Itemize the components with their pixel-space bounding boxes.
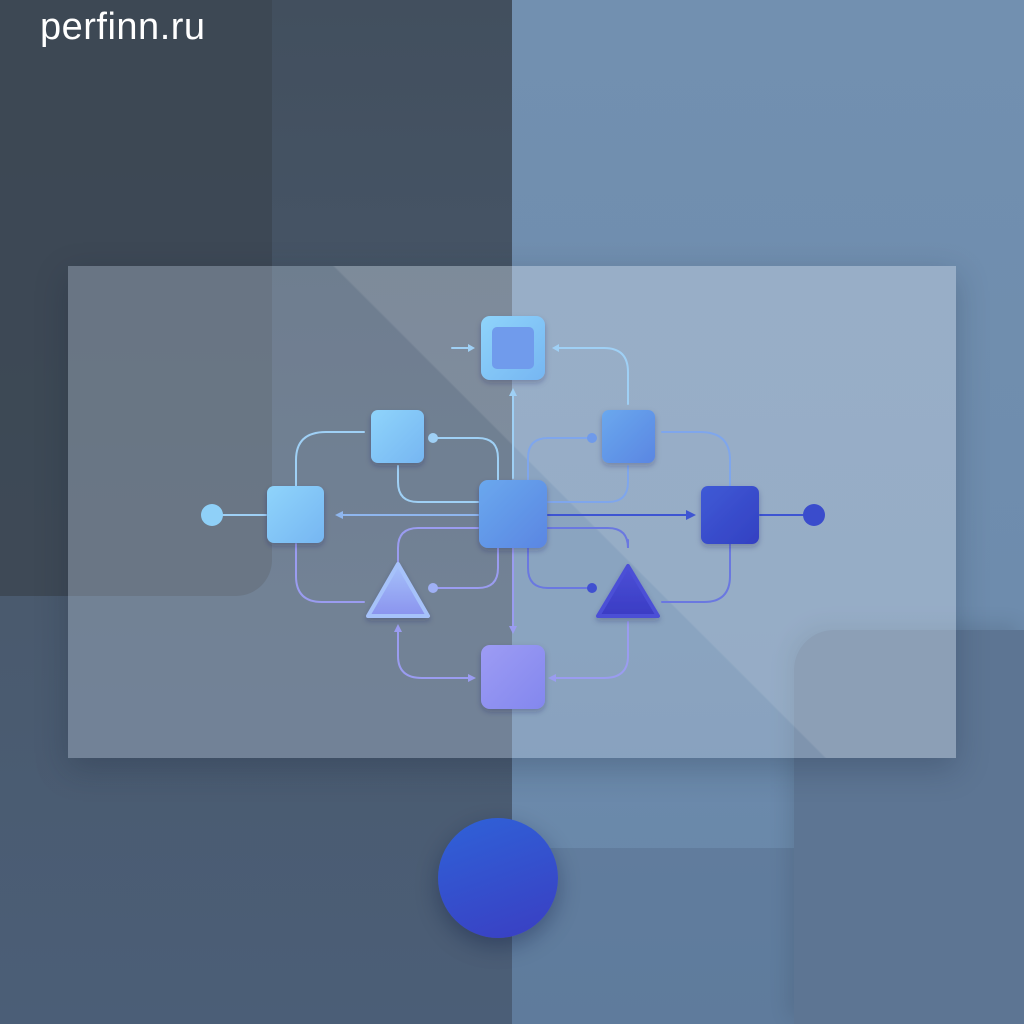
arrow-head xyxy=(468,674,476,682)
connector-dot xyxy=(587,433,597,443)
arrow-head xyxy=(509,626,517,634)
connector xyxy=(397,527,479,563)
arrow-head xyxy=(509,388,517,396)
connector xyxy=(661,543,731,603)
connector-dot xyxy=(428,583,438,593)
connector xyxy=(547,465,629,503)
connector xyxy=(397,465,479,503)
watermark: perfinn.ru xyxy=(40,6,206,48)
connector xyxy=(555,347,629,405)
arrow-head xyxy=(468,344,475,352)
connector xyxy=(295,543,365,603)
terminal-dot-left xyxy=(201,504,223,526)
connector xyxy=(295,431,365,487)
large-circle xyxy=(438,818,558,938)
connector-dot xyxy=(587,583,597,593)
background-corner-block xyxy=(794,630,1024,1024)
terminal-dot-right xyxy=(803,504,825,526)
node-left xyxy=(267,486,324,543)
node-center xyxy=(479,480,547,548)
connector-dot xyxy=(428,433,438,443)
node-bottom xyxy=(481,645,545,709)
connector xyxy=(547,527,629,549)
connector xyxy=(551,621,629,679)
node-top-inner xyxy=(492,327,534,369)
connector xyxy=(527,547,591,589)
arrow-head xyxy=(548,674,556,682)
node-right xyxy=(701,486,759,544)
connector xyxy=(397,629,473,679)
background-dark-block xyxy=(0,0,272,596)
node-triangle-left xyxy=(366,562,430,618)
arrow-head xyxy=(552,344,559,352)
node-upper-left xyxy=(371,410,424,463)
arrow-head xyxy=(686,510,696,520)
connector xyxy=(661,431,731,487)
connector xyxy=(435,437,499,481)
arrow-head xyxy=(394,624,402,632)
arrow-head xyxy=(335,511,343,519)
connector xyxy=(435,547,499,589)
node-upper-right xyxy=(602,410,655,463)
node-triangle-right xyxy=(596,564,660,618)
connector xyxy=(527,437,591,481)
